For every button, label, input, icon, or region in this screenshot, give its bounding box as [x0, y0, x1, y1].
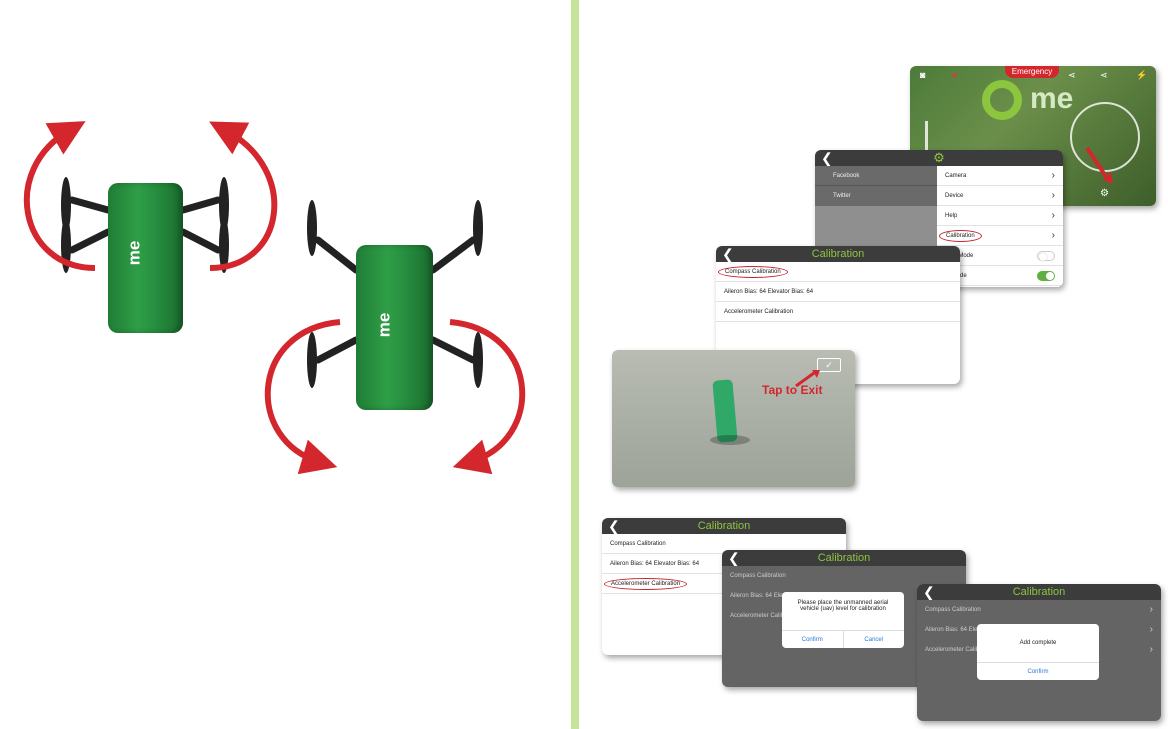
compass-calibration-row: Compass Calibration› [917, 600, 1161, 620]
drone-shadow [710, 435, 750, 445]
rotation-arrow-icon [264, 319, 341, 475]
section-divider [571, 0, 579, 729]
menu-item-calibration[interactable]: Calibration› [937, 226, 1063, 246]
drone-figure [712, 379, 738, 443]
exit-check-button[interactable]: ✓ [817, 358, 841, 372]
camera-icon[interactable]: ◙ [920, 70, 926, 80]
record-icon[interactable]: ● [952, 70, 958, 80]
back-icon[interactable]: ❮ [923, 584, 935, 600]
share-twitter[interactable]: Twitter [815, 186, 937, 206]
drone-logo: me [374, 312, 394, 338]
menu-item-camera[interactable]: Camera› [937, 166, 1063, 186]
dialog-message: Please place the unmanned aerial vehicle… [797, 600, 889, 612]
menu-item-help[interactable]: Help› [937, 206, 1063, 226]
chevron-right-icon: › [1051, 230, 1055, 241]
tap-to-exit-label: Tap to Exit [762, 383, 823, 397]
toggle-switch[interactable] [1037, 270, 1055, 281]
calibration-nav-bar: ❮ Calibration [722, 550, 966, 566]
back-icon[interactable]: ❮ [722, 246, 734, 262]
level-dialog: Please place the unmanned aerial vehicle… [782, 592, 904, 648]
pointer-arrow-icon [1085, 146, 1113, 184]
flash-icon[interactable]: ⚡ [1136, 70, 1148, 80]
drone-2-body: me [356, 245, 433, 410]
camera-logo-icon [982, 80, 1022, 120]
brand-logo: me [1030, 82, 1074, 115]
drone-2-propellers [307, 200, 483, 388]
back-icon[interactable]: ❮ [821, 150, 833, 166]
emergency-button[interactable]: Emergency [1005, 66, 1059, 78]
chevron-right-icon: › [1051, 190, 1055, 201]
share-facebook[interactable]: Facebook [815, 166, 937, 186]
settings-nav-bar: ❮ ⚙ [815, 150, 1063, 166]
share-icon[interactable]: ⋖ [1100, 70, 1108, 80]
throttle-slider[interactable] [925, 121, 928, 161]
calibration-nav-bar: ❮ Calibration [716, 246, 960, 262]
rotation-arrow-icon [449, 319, 526, 475]
drone-1-body: me [108, 183, 183, 333]
toggle-switch[interactable] [1037, 250, 1055, 261]
dialog-message: Add complete [1019, 640, 1057, 646]
drone-logo: me [124, 240, 144, 266]
calibration-nav-bar: ❮ Calibration [917, 584, 1161, 600]
gear-icon: ⚙ [933, 150, 945, 165]
confirm-button[interactable]: Confirm [977, 662, 1099, 681]
pointer-arrow-icon [795, 370, 820, 388]
drone-1-propellers [61, 177, 229, 273]
joystick-icon[interactable] [1070, 102, 1140, 172]
drone-2-arms [314, 236, 477, 364]
compass-calibration-row: Compass Calibration [722, 566, 966, 586]
gear-icon[interactable]: ⚙ [1100, 188, 1109, 199]
share-icon[interactable]: ⋖ [1068, 70, 1076, 80]
cancel-button[interactable]: Cancel [864, 637, 884, 643]
accelerometer-calibration-row[interactable]: Accelerometer Calibration [716, 302, 960, 322]
bias-row: Aileron Bias: 64 Elevator Bias: 64 [716, 282, 960, 302]
drone-illustrations [23, 121, 526, 475]
menu-item-device[interactable]: Device› [937, 186, 1063, 206]
drone-1-arms [68, 196, 222, 254]
calibration-nav-bar: ❮ Calibration [602, 518, 846, 534]
chevron-right-icon: › [1051, 170, 1055, 181]
rotation-arrow-icon [23, 121, 96, 271]
confirm-button[interactable]: Confirm [782, 631, 844, 648]
back-icon[interactable]: ❮ [728, 550, 740, 566]
back-icon[interactable]: ❮ [608, 518, 620, 534]
calibration-complete-screen: ❮ Calibration Compass Calibration› Ailer… [917, 584, 1161, 721]
compass-calibration-row[interactable]: Compass Calibration [716, 262, 960, 282]
compass-calibration-view: ✓ Tap to Exit [612, 350, 855, 487]
complete-dialog: Add complete Confirm [977, 624, 1099, 680]
chevron-right-icon: › [1051, 210, 1055, 221]
rotation-arrow-icon [209, 121, 278, 271]
